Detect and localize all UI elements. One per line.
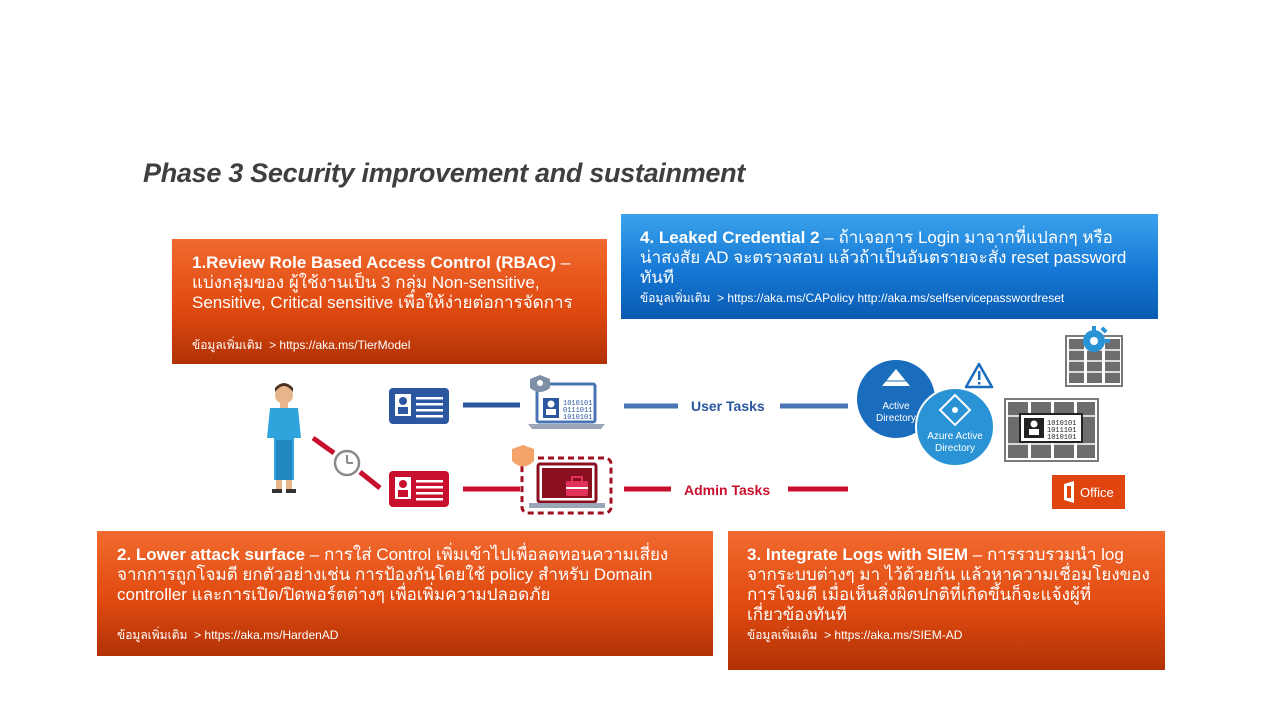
leaked-credential-title: 4. Leaked Credential 2 bbox=[640, 228, 820, 247]
attack-surface-more-label: ข้อมูลเพิ่มเติม bbox=[117, 628, 188, 642]
siem-more-info: ข้อมูลเพิ่มเติม > https://aka.ms/SIEM-AD bbox=[747, 626, 962, 645]
svg-text:1010101: 1010101 bbox=[563, 414, 592, 422]
laptop-icon: 1010101 0111011 1010101 bbox=[528, 375, 605, 429]
leaked-credential-more-info: ข้อมูลเพิ่มเติม > https://aka.ms/CAPolic… bbox=[640, 289, 1064, 308]
attack-surface-body: – การใส่ Control เพิ่มเข้าไปเพื่อลดทอนคว… bbox=[117, 545, 669, 604]
rbac-link[interactable]: > https://aka.ms/TierModel bbox=[269, 338, 411, 352]
attack-surface-title: 2. Lower attack surface bbox=[117, 545, 306, 564]
svg-text:1010101: 1010101 bbox=[1047, 434, 1076, 442]
svg-text:Directory: Directory bbox=[876, 413, 916, 424]
leaked-credential-links[interactable]: > https://aka.ms/CAPolicy http://aka.ms/… bbox=[717, 291, 1065, 305]
svg-text:1010101: 1010101 bbox=[563, 400, 592, 408]
office-logo-icon: Office bbox=[1052, 475, 1125, 509]
attack-surface-card: 2. Lower attack surface – การใส่ Control… bbox=[97, 531, 713, 656]
svg-text:0111011: 0111011 bbox=[563, 407, 592, 415]
svg-text:Active: Active bbox=[882, 401, 910, 412]
svg-text:Office: Office bbox=[1080, 485, 1114, 500]
gear-icon bbox=[1083, 326, 1110, 352]
rbac-more-label: ข้อมูลเพิ่มเติม bbox=[192, 338, 263, 352]
siem-text: 3. Integrate Logs with SIEM – การรวบรวมน… bbox=[747, 545, 1151, 625]
id-card-icon bbox=[389, 388, 449, 424]
siem-more-label: ข้อมูลเพิ่มเติม bbox=[747, 628, 818, 642]
leaked-credential-body: – ถ้าเจอการ Login มาจากที่แปลกๆ หรือ น่า… bbox=[640, 228, 1127, 287]
rbac-more-info: ข้อมูลเพิ่มเติม > https://aka.ms/TierMod… bbox=[192, 336, 410, 355]
slide-title: Phase 3 Security improvement and sustain… bbox=[143, 158, 745, 188]
attack-surface-link[interactable]: > https://aka.ms/HardenAD bbox=[194, 628, 339, 642]
siem-body: – การรวบรวมนำ log จากระบบต่างๆ มา ไว้ด้ว… bbox=[747, 545, 1150, 624]
admin-tasks-label: Admin Tasks bbox=[684, 482, 770, 498]
rbac-text: 1.Review Role Based Access Control (RBAC… bbox=[192, 253, 589, 313]
siem-title: 3. Integrate Logs with SIEM bbox=[747, 545, 969, 564]
rbac-body: – แบ่งกลุ่มของ ผู้ใช้งานเป็น 3 กลุ่ม Non… bbox=[192, 253, 573, 312]
clock-icon bbox=[333, 449, 361, 477]
active-directory-icon: Active Directory bbox=[857, 360, 935, 438]
siem-card: 3. Integrate Logs with SIEM – การรวบรวมน… bbox=[728, 531, 1165, 670]
leaked-credential-more-label: ข้อมูลเพิ่มเติม bbox=[640, 291, 711, 305]
person-icon bbox=[267, 383, 301, 493]
briefcase-icon bbox=[566, 476, 588, 496]
svg-text:Azure Active: Azure Active bbox=[927, 431, 983, 442]
rbac-title: 1.Review Role Based Access Control (RBAC… bbox=[192, 253, 557, 272]
admin-id-card-icon bbox=[389, 471, 449, 507]
user-tasks-label: User Tasks bbox=[691, 398, 765, 414]
svg-text:1011101: 1011101 bbox=[1047, 427, 1076, 435]
svg-text:Directory: Directory bbox=[935, 443, 975, 454]
warning-icon bbox=[964, 362, 994, 389]
attack-surface-more-info: ข้อมูลเพิ่มเติม > https://aka.ms/HardenA… bbox=[117, 626, 338, 645]
leaked-credential-text: 4. Leaked Credential 2 – ถ้าเจอการ Login… bbox=[640, 228, 1138, 288]
siem-link[interactable]: > https://aka.ms/SIEM-AD bbox=[824, 628, 963, 642]
datacenter-rack-icon: 1010101 1011101 1010101 bbox=[1004, 398, 1099, 462]
svg-text:1010101: 1010101 bbox=[1047, 420, 1076, 428]
rbac-card: 1.Review Role Based Access Control (RBAC… bbox=[172, 239, 607, 364]
leaked-credential-card: 4. Leaked Credential 2 – ถ้าเจอการ Login… bbox=[621, 214, 1158, 319]
attack-surface-text: 2. Lower attack surface – การใส่ Control… bbox=[117, 545, 691, 605]
shield-icon bbox=[512, 445, 534, 467]
azure-active-directory-icon: Azure Active Directory bbox=[915, 387, 995, 467]
